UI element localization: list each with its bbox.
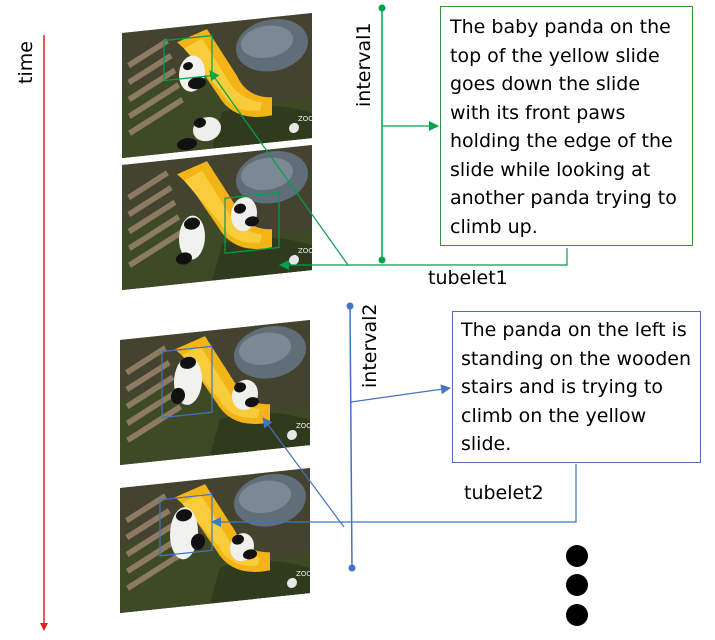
video-frame-1 [122, 13, 312, 158]
watermark-frame-2: ZOO [298, 248, 314, 255]
interval1-label: interval1 [355, 22, 374, 107]
video-frame-4 [120, 468, 310, 613]
interval1-start-point [379, 5, 386, 12]
interval2-bar [350, 306, 352, 568]
tubelet1-connector [280, 248, 567, 265]
tubelet2-label: tubelet2 [464, 484, 544, 503]
interval2-caption-text: The panda on the left is standing on the… [461, 319, 691, 455]
interval2-end-point [349, 565, 356, 572]
interval1-end-point [379, 257, 386, 264]
interval2-label: interval2 [361, 303, 380, 388]
ellipsis-dot-3 [566, 604, 588, 626]
interval1-caption-box: The baby panda on the top of the yellow … [440, 6, 693, 246]
ellipsis-dot-2 [566, 574, 588, 596]
video-frame-2 [122, 145, 312, 290]
interval1-caption-text: The baby panda on the top of the yellow … [450, 16, 677, 238]
interval2-to-caption-arrow [351, 388, 450, 402]
tubelet1-label: tubelet1 [428, 269, 508, 288]
ellipsis-dot-1 [566, 545, 588, 567]
interval2-start-point [347, 303, 354, 310]
watermark-frame-4: ZOO [296, 571, 312, 578]
time-label: time [17, 41, 36, 84]
interval2-caption-box: The panda on the left is standing on the… [452, 311, 701, 463]
watermark-frame-3: ZOO [296, 423, 312, 430]
watermark-frame-1: ZOO [298, 116, 314, 123]
